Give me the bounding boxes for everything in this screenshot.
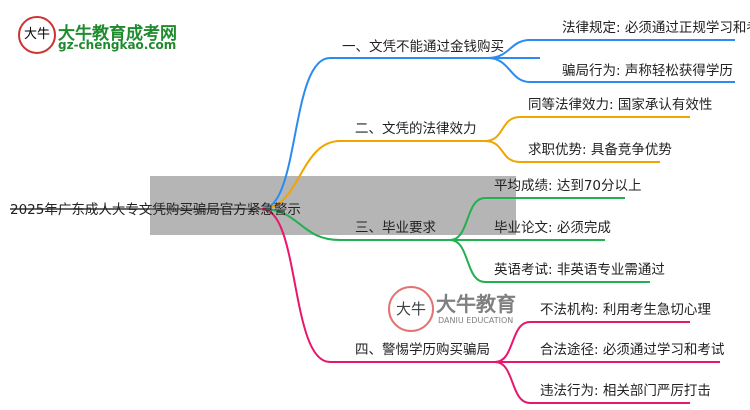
logo-mark-icon: 大牛 xyxy=(18,16,56,54)
root-node[interactable]: 2025年广东成人大专文凭购买骗局官方紧急警示 xyxy=(10,202,301,218)
branch-3-child-1[interactable]: 平均成绩: 达到70分以上 xyxy=(494,178,642,194)
branch-3-child-2[interactable]: 毕业论文: 必须完成 xyxy=(494,220,611,236)
branch-1-children-lines xyxy=(487,39,735,83)
branch-1-line xyxy=(261,57,540,210)
branch-4-child-2[interactable]: 合法途径: 必须通过学习和考试 xyxy=(540,341,725,358)
logo-url: gz-chengkao.com xyxy=(58,38,177,52)
branch-4-line xyxy=(261,208,495,363)
watermark-mark-icon: 大牛 xyxy=(388,286,434,332)
branch-3-child-3[interactable]: 英语考试: 非英语专业需通过 xyxy=(494,261,665,278)
branch-4-child-1[interactable]: 不法机构: 利用考生急切心理 xyxy=(540,302,711,318)
branch-3-node[interactable]: 三、毕业要求 xyxy=(355,220,436,236)
watermark-sub: DANIU EDUCATION xyxy=(438,316,514,325)
branch-1-child-1[interactable]: 法律规定: 必须通过正规学习和考试 xyxy=(562,20,750,36)
logo-title: 大牛教育成考网 xyxy=(58,24,177,44)
branch-3-line xyxy=(261,208,450,241)
branch-3-children-lines xyxy=(449,197,650,283)
branch-2-child-1[interactable]: 同等法律效力: 国家承认有效性 xyxy=(528,96,712,113)
branch-4-children-lines xyxy=(494,321,720,404)
gray-highlight-overlay xyxy=(150,176,516,235)
branch-2-node[interactable]: 二、文凭的法律效力 xyxy=(355,121,477,137)
watermark: 大牛 大牛教育 DANIU EDUCATION xyxy=(388,284,528,334)
branch-1-node[interactable]: 一、文凭不能通过金钱购买 xyxy=(342,39,504,55)
branch-2-child-2[interactable]: 求职优势: 具备竞争优势 xyxy=(528,141,672,158)
branch-2-children-lines xyxy=(484,116,690,163)
branch-4-node[interactable]: 四、警惕学历购买骗局 xyxy=(355,342,490,358)
branch-2-line xyxy=(261,140,485,210)
site-logo[interactable]: 大牛 大牛教育成考网 gz-chengkao.com xyxy=(18,16,208,56)
watermark-title: 大牛教育 xyxy=(436,292,516,316)
branch-4-child-3[interactable]: 违法行为: 相关部门严厉打击 xyxy=(540,382,711,399)
branch-1-child-2[interactable]: 骗局行为: 声称轻松获得学历 xyxy=(562,62,733,79)
